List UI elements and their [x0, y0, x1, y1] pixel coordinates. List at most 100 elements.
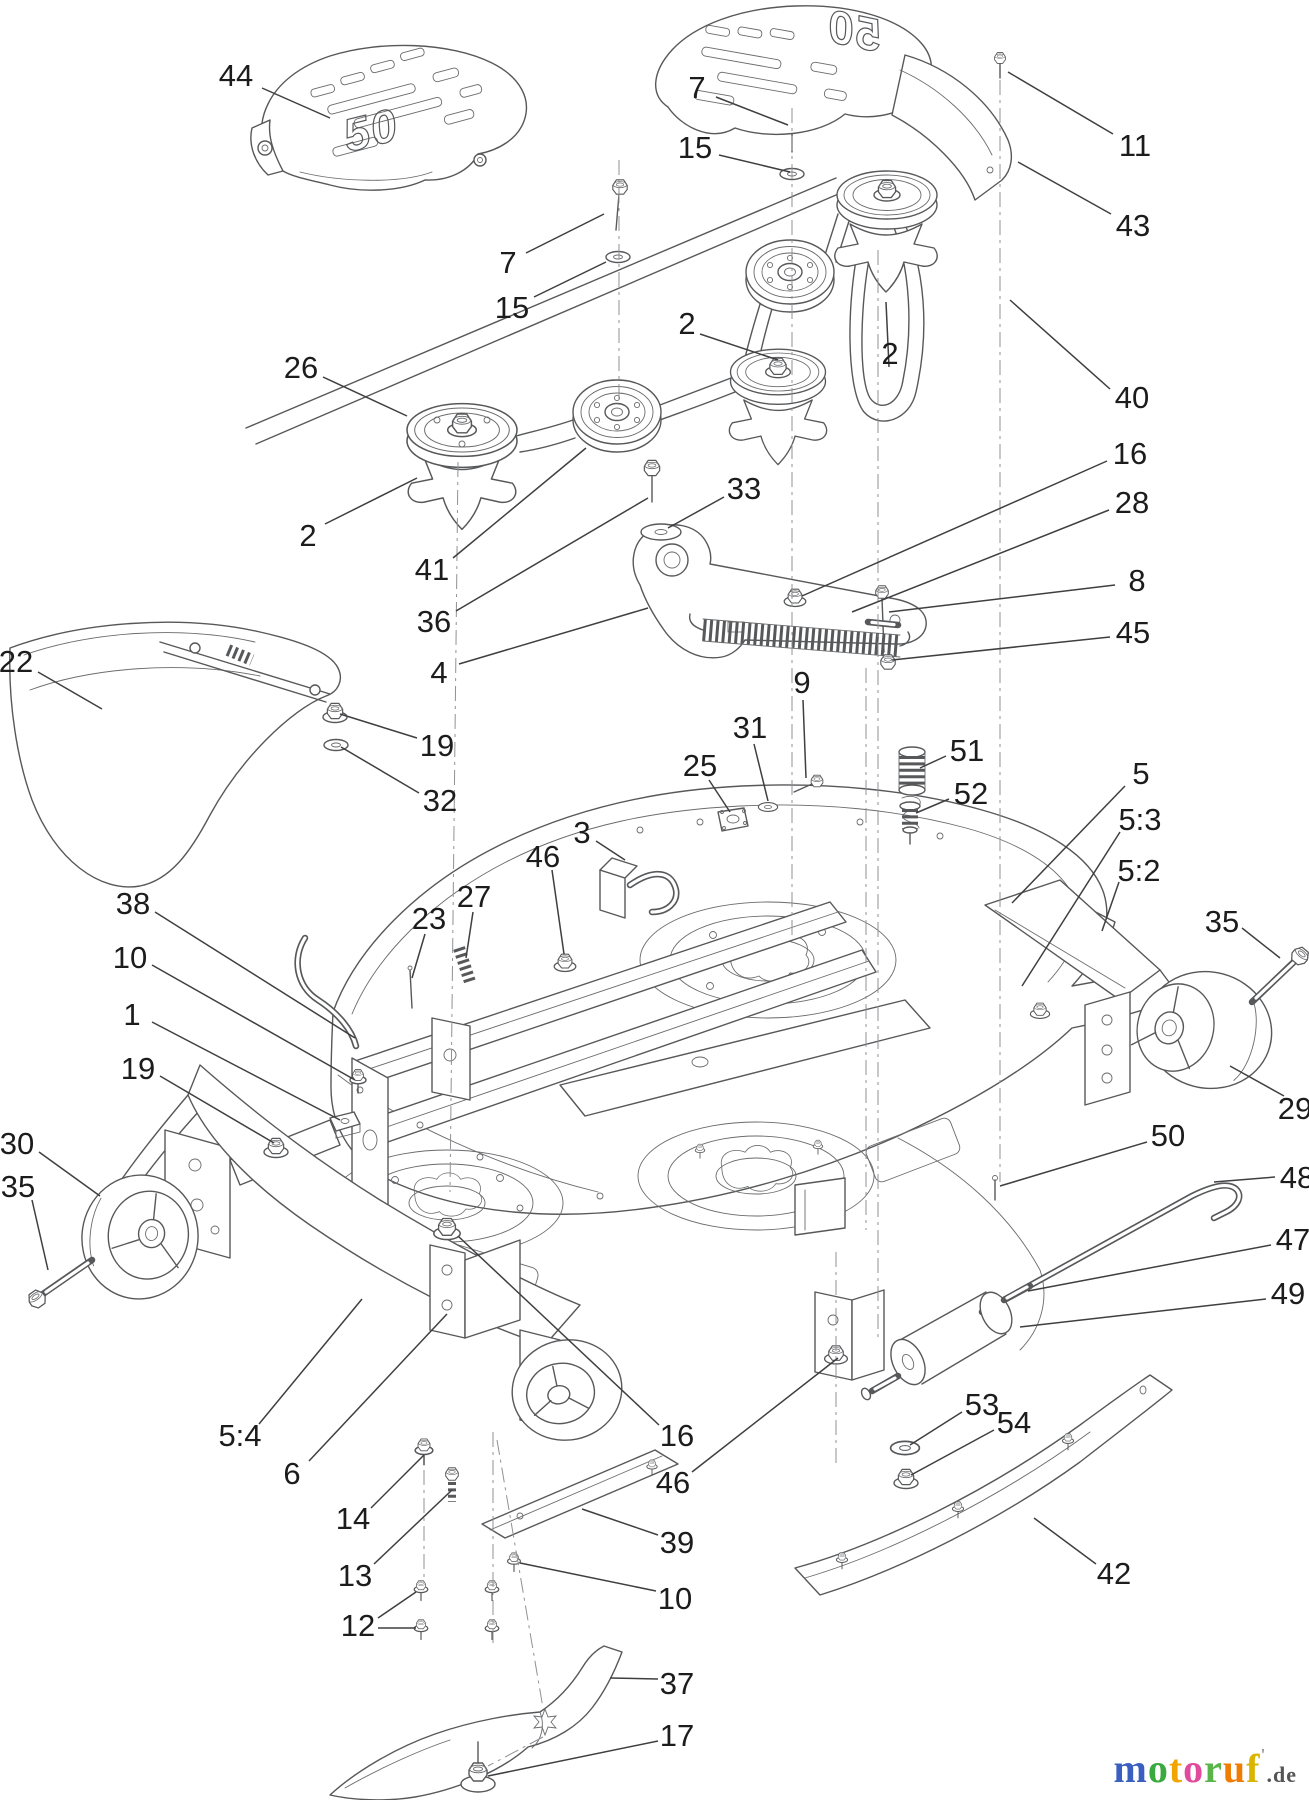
- screw-13: [445, 1467, 459, 1502]
- watermark-letter: m: [1113, 1746, 1148, 1791]
- leader-line: [487, 1740, 659, 1777]
- leader-line: [1027, 1244, 1272, 1292]
- callout-23: 23: [412, 901, 446, 936]
- leader-line: [525, 213, 605, 254]
- leader-line: [37, 671, 103, 710]
- callout-2: 2: [678, 306, 695, 341]
- leader-line: [551, 869, 565, 955]
- leader-line: [802, 699, 807, 779]
- caster-arm-right: [984, 879, 1161, 1106]
- callout-19: 19: [420, 728, 454, 763]
- leader-line: [910, 1429, 995, 1476]
- callout-15: 15: [678, 130, 712, 165]
- belt-cover-right: 50: [654, 0, 1013, 201]
- callout-30: 30: [0, 1126, 34, 1161]
- watermark-letter: t: [1168, 1746, 1184, 1791]
- callout-1: 1: [123, 997, 140, 1032]
- leader-line: [458, 607, 649, 665]
- leader-line: [1101, 881, 1120, 932]
- spindle-pulley-left: [407, 404, 517, 468]
- leader-line: [339, 713, 418, 739]
- leader-line: [1033, 1517, 1097, 1565]
- pin-23: [407, 965, 413, 1009]
- bracket-3: [599, 857, 680, 919]
- cover-side-plate: [891, 54, 1013, 201]
- callout-43: 43: [1116, 208, 1150, 243]
- valve-stem-52: [899, 801, 921, 845]
- leader-line: [452, 447, 587, 559]
- leader-line: [1019, 1298, 1267, 1328]
- callout-5:4: 5:4: [218, 1418, 261, 1453]
- hook-rod-38: [294, 934, 360, 1050]
- callout-39: 39: [660, 1525, 694, 1560]
- axis-lines: [423, 80, 1001, 1767]
- callout-45: 45: [1116, 615, 1150, 650]
- spring-coupler-51: [898, 746, 926, 829]
- leader-line: [324, 477, 418, 525]
- callout-6: 6: [283, 1456, 300, 1491]
- callout-28: 28: [1115, 485, 1149, 520]
- leader-line: [457, 1235, 660, 1426]
- callout-13: 13: [338, 1558, 372, 1593]
- callout-35: 35: [1205, 904, 1239, 939]
- callout-9: 9: [793, 665, 810, 700]
- callout-49: 49: [1271, 1276, 1305, 1311]
- leader-line: [465, 911, 474, 959]
- leader-line: [1229, 1065, 1285, 1097]
- spindle-housing-right: [834, 223, 938, 293]
- leader-line: [1011, 785, 1126, 904]
- leader-line: [691, 1357, 839, 1473]
- watermark-tick: ': [1260, 1745, 1267, 1765]
- bolt-7-left: [612, 179, 628, 231]
- leader-line: [699, 333, 779, 361]
- leader-line: [258, 1298, 363, 1425]
- nut-54: [894, 1469, 918, 1488]
- leader-line: [1007, 71, 1114, 135]
- leader-line: [888, 584, 1116, 613]
- callout-8: 8: [1128, 563, 1145, 598]
- leader-line: [715, 96, 789, 126]
- callout-10: 10: [658, 1581, 692, 1616]
- eyebolt-8: [864, 585, 902, 653]
- callout-16: 16: [660, 1418, 694, 1453]
- leader-line: [370, 1454, 425, 1509]
- trim-strip: [794, 1374, 1173, 1596]
- callout-27: 27: [457, 879, 491, 914]
- bolt-9: [793, 774, 824, 793]
- washer-33: [640, 523, 682, 541]
- spindle-pulley-right: [837, 171, 937, 229]
- spindle-pulley-center: [731, 349, 826, 404]
- callout-40: 40: [1115, 380, 1149, 415]
- callout-17: 17: [660, 1718, 694, 1753]
- callout-12: 12: [341, 1608, 375, 1643]
- callout-29: 29: [1278, 1091, 1309, 1126]
- leader-line: [159, 1075, 275, 1144]
- nut-19: [323, 703, 347, 722]
- callout-47: 47: [1276, 1222, 1309, 1257]
- callout-38: 38: [116, 886, 150, 921]
- leader-line: [455, 497, 649, 612]
- leader-line: [915, 798, 950, 814]
- callout-51: 51: [950, 733, 984, 768]
- nut-45: [880, 654, 896, 670]
- callout-5:3: 5:3: [1118, 802, 1161, 837]
- callout-11: 11: [1119, 128, 1151, 163]
- leader-line: [885, 301, 890, 368]
- roller-assembly: [860, 1282, 1034, 1401]
- callout-31: 31: [733, 710, 767, 745]
- watermark-letter: r: [1204, 1746, 1223, 1791]
- callout-5:2: 5:2: [1117, 853, 1160, 888]
- callout-7: 7: [499, 245, 516, 280]
- leader-line: [261, 87, 331, 119]
- callout-26: 26: [284, 350, 318, 385]
- watermark: motoruf'.de: [1113, 1745, 1297, 1792]
- leader-line: [919, 755, 947, 769]
- cover-badge-right: 50: [822, 0, 887, 62]
- watermark-letter: o: [1183, 1746, 1205, 1791]
- callout-32: 32: [423, 783, 457, 818]
- leader-line: [151, 1021, 341, 1121]
- leader-line: [708, 779, 731, 813]
- callout-10: 10: [113, 940, 147, 975]
- leader-line: [1009, 299, 1111, 390]
